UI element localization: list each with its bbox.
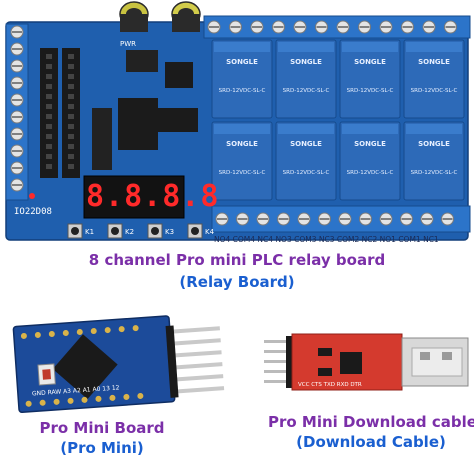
svg-text:K3: K3 (165, 228, 174, 236)
svg-text:SRD-12VDC-SL-C: SRD-12VDC-SL-C (347, 88, 394, 94)
capacitor-right (171, 1, 201, 32)
pro-mini-title: Pro Mini Board (39, 419, 165, 437)
board-button-k3[interactable]: K3 (147, 223, 174, 239)
display-digits: 8.8.8.8 (86, 179, 220, 214)
svg-text:K4: K4 (205, 228, 215, 236)
chip-regulator (126, 50, 158, 72)
chip-uln (150, 108, 198, 132)
svg-text:SRD-12VDC-SL-C: SRD-12VDC-SL-C (219, 170, 266, 176)
top-terminal-block (203, 15, 471, 39)
pro-mini-mcu (52, 334, 118, 400)
svg-text:SRD-12VDC-SL-C: SRD-12VDC-SL-C (283, 170, 330, 176)
header-socket-right (62, 48, 80, 178)
terminal-labels: NO4 COM4 NC4 NO3 COM3 NC3 COM2 NC2 NO1 C… (214, 235, 439, 244)
capacitor-left (119, 1, 149, 32)
chip-small (165, 62, 193, 88)
bottom-terminal-block (211, 205, 471, 233)
svg-text:K2: K2 (125, 228, 134, 236)
cable-pin-labels: VCC CTS TXD RXD DTR (298, 382, 362, 388)
relay-3: SONGLE SRD-12VDC-SL-C (339, 39, 401, 119)
svg-text:SONGLE: SONGLE (418, 58, 450, 66)
svg-text:SRD-12VDC-SL-C: SRD-12VDC-SL-C (219, 88, 266, 94)
relay-board-model-label: IO22D08 (14, 207, 52, 217)
board-button-k4[interactable]: K4 (187, 223, 215, 239)
relay-1: SONGLE SRD-12VDC-SL-C (211, 39, 273, 119)
relay-8: SONGLE SRD-12VDC-SL-C (403, 121, 465, 201)
svg-text:SONGLE: SONGLE (290, 58, 322, 66)
pwr-label: PWR (120, 40, 136, 48)
svg-text:SONGLE: SONGLE (290, 140, 322, 148)
board-button-k1[interactable]: K1 (67, 223, 94, 239)
header-socket-left (40, 48, 58, 178)
relay-4: SONGLE SRD-12VDC-SL-C (403, 39, 465, 119)
cable-subtitle: (Download Cable) (296, 433, 446, 451)
svg-text:K1: K1 (85, 228, 94, 236)
usb-ttl-chip (340, 352, 362, 374)
download-cable-photo: VCC CTS TXD RXD DTR (264, 333, 469, 391)
svg-text:SONGLE: SONGLE (226, 140, 258, 148)
svg-text:SONGLE: SONGLE (354, 140, 386, 148)
cable-title: Pro Mini Download cable (268, 413, 474, 431)
svg-text:SONGLE: SONGLE (418, 140, 450, 148)
relay-7: SONGLE SRD-12VDC-SL-C (339, 121, 401, 201)
svg-text:SRD-12VDC-SL-C: SRD-12VDC-SL-C (347, 170, 394, 176)
power-led (29, 193, 35, 199)
svg-text:SONGLE: SONGLE (226, 58, 258, 66)
pro-mini-subtitle: (Pro Mini) (60, 439, 144, 457)
chip-optocouplers (92, 108, 112, 170)
seven-segment-display (83, 175, 185, 219)
relay-5: SONGLE SRD-12VDC-SL-C (211, 121, 273, 201)
relay-6: SONGLE SRD-12VDC-SL-C (275, 121, 337, 201)
relay-board-photo: IO22D08 PWR K1 K2 K3 K4 SONGLE SRD-12VDC-SL-… (5, 1, 471, 244)
left-terminal-block (5, 23, 29, 201)
pro-mini-photo: GND RAW A3 A2 A1 A0 13 12 (12, 315, 225, 414)
svg-text:SRD-12VDC-SL-C: SRD-12VDC-SL-C (411, 170, 458, 176)
relay-board-subtitle: (Relay Board) (179, 273, 295, 291)
relay-board-title: 8 channel Pro mini PLC relay board (88, 251, 386, 269)
svg-text:SONGLE: SONGLE (354, 58, 386, 66)
relay-2: SONGLE SRD-12VDC-SL-C (275, 39, 337, 119)
board-button-k2[interactable]: K2 (107, 223, 134, 239)
svg-text:SRD-12VDC-SL-C: SRD-12VDC-SL-C (283, 88, 330, 94)
svg-text:SRD-12VDC-SL-C: SRD-12VDC-SL-C (411, 88, 458, 94)
